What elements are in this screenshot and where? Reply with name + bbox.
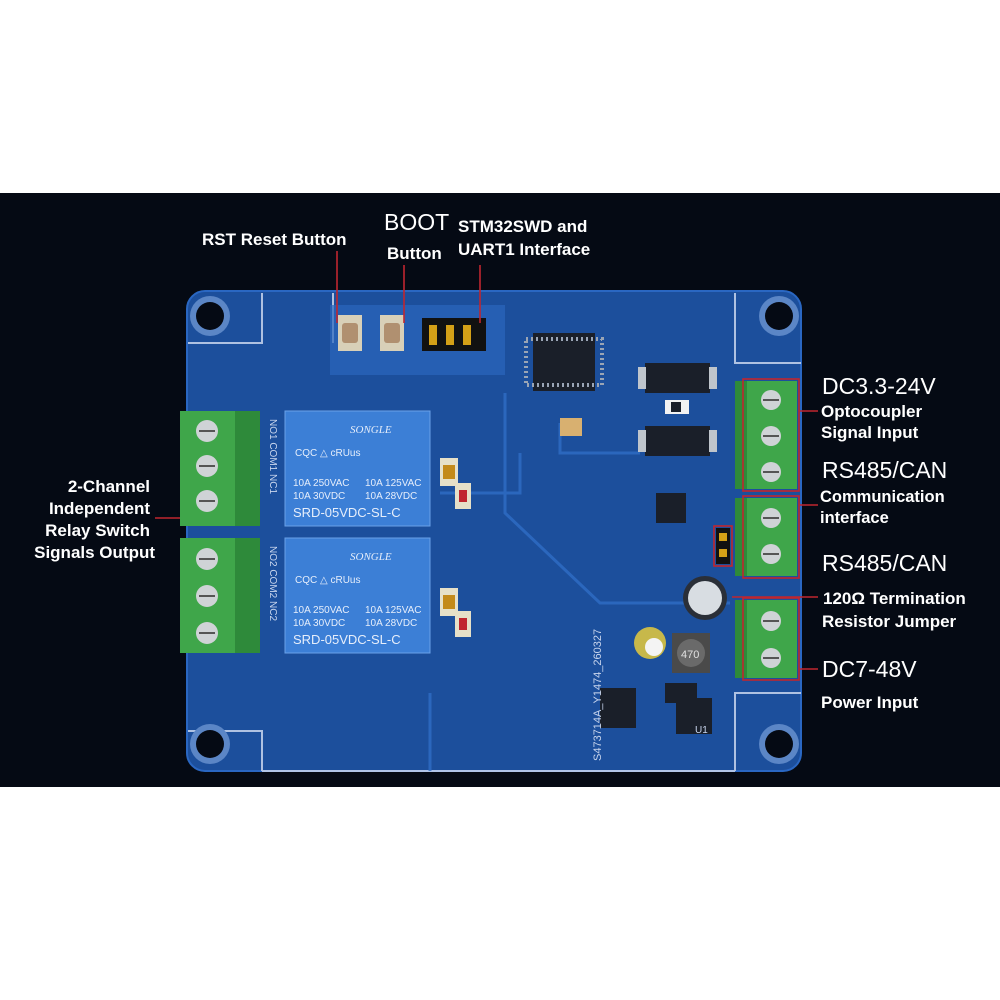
right-terminal-blocks — [735, 381, 797, 678]
relay-rating: 10A 250VAC — [293, 605, 350, 616]
reset-button — [338, 315, 362, 351]
relay-rating: 10A 30VDC — [293, 618, 345, 629]
boot-button — [380, 315, 404, 351]
tantalum-capacitor — [634, 627, 666, 659]
termination-label-line1: 120Ω Termination — [823, 589, 966, 608]
comm-label-line2: interface — [820, 509, 889, 527]
rs485-label-1: RS485/CAN — [822, 457, 948, 483]
relay-terminal-label: NO2 COM2 NC2 — [267, 546, 278, 621]
termination-label-line2: Resistor Jumper — [822, 612, 957, 631]
pcb-board-illustration: SONGLE CQC △ cRUus 10A 250VAC 10A 125VAC… — [155, 251, 818, 772]
swd-label-line1: STM32SWD and — [458, 217, 588, 236]
smd-components — [440, 363, 717, 734]
relay-rating: 10A 125VAC — [365, 478, 422, 489]
relay-1: SONGLE CQC △ cRUus 10A 250VAC 10A 125VAC… — [267, 410, 431, 527]
power-input-label: Power Input — [821, 693, 919, 712]
rst-button-label: RST Reset Button — [202, 230, 347, 249]
termination-jumper — [716, 528, 730, 564]
relay-rating: 10A 28VDC — [365, 491, 417, 502]
stm32-mcu — [524, 333, 604, 391]
boot-label-line2: Button — [387, 244, 442, 263]
callout-pointers — [155, 251, 818, 681]
inductor-marking: 470 — [681, 649, 699, 661]
relay-terminal-label: NO1 COM1 NC1 — [267, 419, 278, 494]
power-inductor: 470 — [672, 633, 710, 673]
mounting-holes — [190, 296, 799, 764]
relay-output-label-line1: 2-Channel — [67, 477, 150, 496]
relay-rating: 10A 30VDC — [293, 491, 345, 502]
relay-output-label-line3: Relay Switch — [45, 521, 150, 540]
relay-output-label-line2: Independent — [48, 499, 150, 518]
board-photo-band: SONGLE CQC △ cRUus 10A 250VAC 10A 125VAC… — [0, 193, 1000, 787]
relay-2: SONGLE CQC △ cRUus 10A 250VAC 10A 125VAC… — [267, 537, 431, 654]
relay-rating: 10A 28VDC — [365, 618, 417, 629]
chip-label: U1 — [695, 725, 708, 736]
comm-label-line1: Communication — [820, 488, 945, 506]
swd-label-line2: UART1 Interface — [458, 240, 591, 259]
relay-rating: 10A 250VAC — [293, 478, 350, 489]
relay-model: SRD-05VDC-SL-C — [293, 632, 401, 647]
relay-marks: CQC △ cRUus — [295, 575, 360, 586]
opto-label-line1: Optocoupler — [821, 402, 923, 421]
opto-label-line2: Signal Input — [821, 423, 919, 442]
relay-terminal-blocks — [180, 411, 260, 653]
electrolytic-capacitor — [683, 576, 727, 620]
rs485-label-2: RS485/CAN — [822, 550, 948, 576]
dc-input-voltage-label: DC3.3-24V — [822, 373, 936, 399]
relay-model: SRD-05VDC-SL-C — [293, 505, 401, 520]
relay-marks: CQC △ cRUus — [295, 448, 360, 459]
pcb-code: S473714A_Y1474_260327 — [592, 629, 604, 761]
relay-brand: SONGLE — [350, 551, 392, 563]
boot-label-line1: BOOT — [384, 209, 450, 235]
relay-rating: 10A 125VAC — [365, 605, 422, 616]
swd-header — [422, 318, 486, 351]
relay-brand: SONGLE — [350, 424, 392, 436]
dc-power-voltage-label: DC7-48V — [822, 656, 917, 682]
relay-output-label-line4: Signals Output — [34, 543, 155, 562]
